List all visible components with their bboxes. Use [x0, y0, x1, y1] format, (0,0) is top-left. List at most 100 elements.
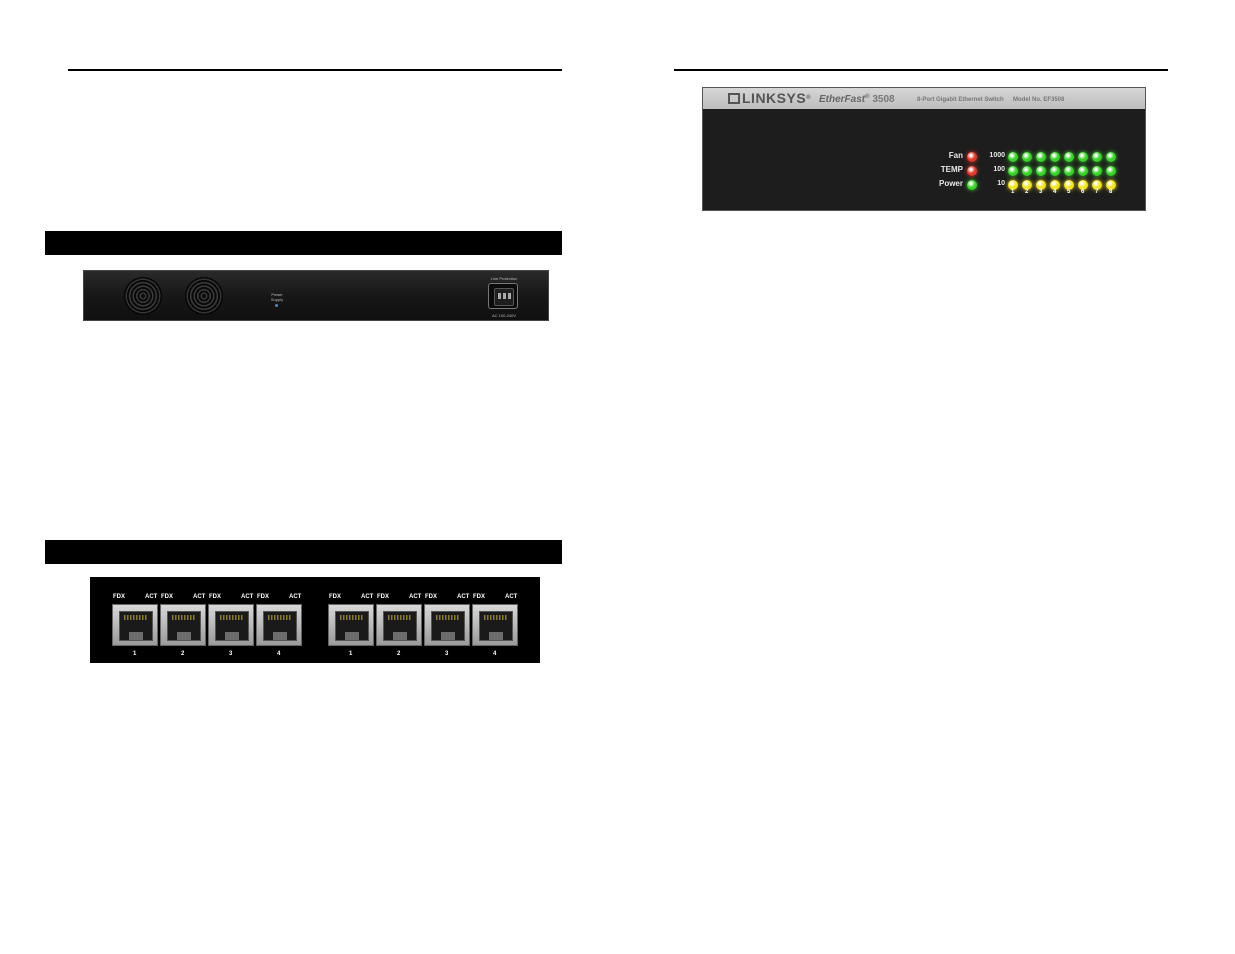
- port-number: 4: [277, 651, 281, 657]
- port-fdx-label: FDX: [113, 594, 125, 600]
- port-led-icon: [1036, 152, 1046, 162]
- led-port-number: 7: [1095, 189, 1099, 195]
- port-act-label: ACT: [361, 594, 374, 600]
- port-fdx-label: FDX: [161, 594, 173, 600]
- port-led-icon: [1078, 152, 1088, 162]
- port-act-label: ACT: [289, 594, 302, 600]
- rj45-jack: [215, 611, 249, 641]
- led-port-number: 8: [1109, 189, 1113, 195]
- rj45-port-icon: [424, 604, 470, 646]
- status-led-label: TEMP: [940, 165, 963, 174]
- rj45-port-icon: [472, 604, 518, 646]
- port-led-icon: [1022, 152, 1032, 162]
- rj45-port-icon: [160, 604, 206, 646]
- port-led-icon: [1064, 180, 1074, 190]
- port-led-icon: [1078, 166, 1088, 176]
- back-panel-image: Power Supply Line Protection AC 100-240V: [83, 270, 549, 321]
- socket-label: Line Protection: [490, 276, 518, 281]
- led-port-number: 1: [1011, 189, 1015, 195]
- port-led-icon: [1092, 166, 1102, 176]
- port-number: 4: [493, 651, 497, 657]
- linksys-logo: LINKSYS®: [728, 91, 811, 106]
- section-band-back-panel: [45, 231, 562, 255]
- fan-vent-icon: [185, 277, 223, 315]
- product-subtitle: 8-Port Gigabit Ethernet Switch: [917, 97, 1004, 103]
- led-port-number: 3: [1039, 189, 1043, 195]
- port-number: 2: [397, 651, 401, 657]
- port-act-label: ACT: [241, 594, 254, 600]
- port-act-label: ACT: [145, 594, 158, 600]
- front-panel-image: LINKSYS® EtherFast® 3508 8-Port Gigabit …: [702, 87, 1146, 211]
- port-led-icon: [1106, 152, 1116, 162]
- rj45-jack: [431, 611, 465, 641]
- port-fdx-label: FDX: [209, 594, 221, 600]
- voltage-label: AC 100-240V: [491, 313, 516, 318]
- port-number: 2: [181, 651, 185, 657]
- power-indicator-icon: [275, 304, 278, 307]
- port-led-icon: [1106, 180, 1116, 190]
- speed-row-label: 1000: [989, 152, 1005, 159]
- port-number: 1: [133, 651, 137, 657]
- rj45-jack: [119, 611, 153, 641]
- rj45-port-icon: [208, 604, 254, 646]
- led-port-number: 4: [1053, 189, 1057, 195]
- rj45-port-icon: [328, 604, 374, 646]
- rj45-jack: [335, 611, 369, 641]
- port-led-icon: [1036, 166, 1046, 176]
- port-number: 3: [229, 651, 233, 657]
- port-led-icon: [1050, 166, 1060, 176]
- port-led-icon: [1050, 152, 1060, 162]
- power-socket-icon: [488, 283, 518, 309]
- front-panel-header: LINKSYS® EtherFast® 3508 8-Port Gigabit …: [703, 88, 1145, 109]
- port-led-icon: [1106, 166, 1116, 176]
- port-act-label: ACT: [457, 594, 470, 600]
- port-act-label: ACT: [409, 594, 422, 600]
- port-fdx-label: FDX: [377, 594, 389, 600]
- port-act-label: ACT: [505, 594, 518, 600]
- port-number: 1: [349, 651, 353, 657]
- status-led-label: Power: [938, 179, 963, 188]
- status-led-icon: [967, 166, 977, 176]
- port-led-icon: [1008, 166, 1018, 176]
- fan-vent-icon: [124, 277, 162, 315]
- rj45-jack: [263, 611, 297, 641]
- port-led-icon: [1022, 166, 1032, 176]
- led-port-number: 2: [1025, 189, 1029, 195]
- port-led-icon: [1092, 152, 1102, 162]
- port-led-icon: [1092, 180, 1102, 190]
- port-led-icon: [1008, 180, 1018, 190]
- led-port-number: 6: [1081, 189, 1085, 195]
- speed-row-label: 100: [993, 166, 1005, 173]
- section-band-ports: [45, 540, 562, 564]
- status-led-icon: [967, 180, 977, 190]
- port-fdx-label: FDX: [473, 594, 485, 600]
- brand-name: EtherFast® 3508: [819, 94, 895, 105]
- port-number: 3: [445, 651, 449, 657]
- port-led-icon: [1064, 166, 1074, 176]
- port-led-icon: [1078, 180, 1088, 190]
- port-led-icon: [1064, 152, 1074, 162]
- status-led-label: Fan: [948, 151, 963, 160]
- port-led-icon: [1022, 180, 1032, 190]
- power-supply-label: Power Supply: [270, 292, 284, 302]
- top-rule-left: [68, 69, 562, 71]
- port-fdx-label: FDX: [425, 594, 437, 600]
- rj45-jack: [479, 611, 513, 641]
- led-port-number: 5: [1067, 189, 1071, 195]
- rj45-port-icon: [256, 604, 302, 646]
- logo-mark-icon: [728, 93, 740, 104]
- rj45-jack: [383, 611, 417, 641]
- port-led-icon: [1050, 180, 1060, 190]
- port-led-icon: [1036, 180, 1046, 190]
- model-number: Model No. EF3508: [1013, 97, 1065, 103]
- port-act-label: ACT: [193, 594, 206, 600]
- rj45-jack: [167, 611, 201, 641]
- port-led-icon: [1008, 152, 1018, 162]
- speed-row-label: 10: [997, 180, 1005, 187]
- rj45-port-icon: [376, 604, 422, 646]
- port-fdx-label: FDX: [329, 594, 341, 600]
- status-led-icon: [967, 152, 977, 162]
- rj45-port-icon: [112, 604, 158, 646]
- top-rule-right: [674, 69, 1168, 71]
